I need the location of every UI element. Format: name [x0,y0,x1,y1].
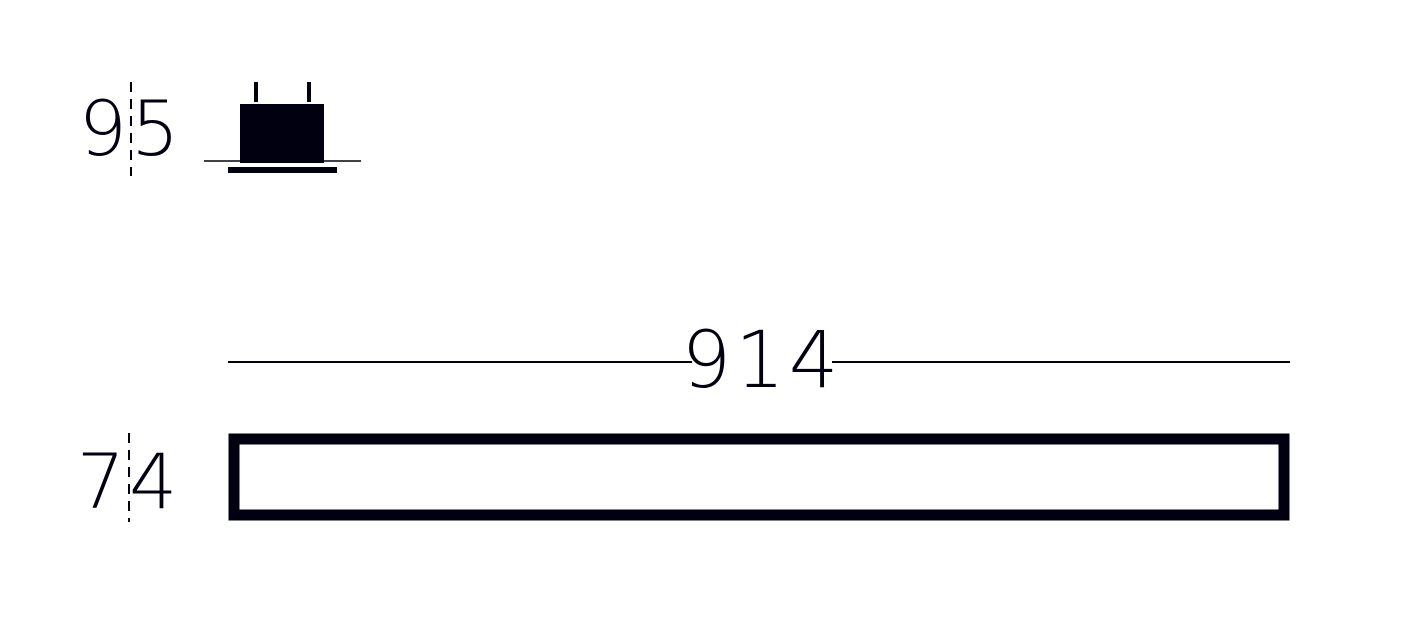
profile-mount-tab-left [254,82,258,102]
top-height-label: 95 [79,84,184,173]
length-dimension: 914 [228,316,1290,406]
fixture-side-profile [204,82,361,173]
profile-mount-tab-right [307,82,311,102]
fixture-front-view [228,433,1290,521]
bottom-height-label: 74 [77,437,182,526]
profile-trim-flange [228,167,337,173]
top-height-dimension: 95 [79,82,184,176]
bottom-height-dimension: 74 [77,433,182,526]
length-label: 914 [682,316,843,406]
profile-housing [240,104,324,163]
